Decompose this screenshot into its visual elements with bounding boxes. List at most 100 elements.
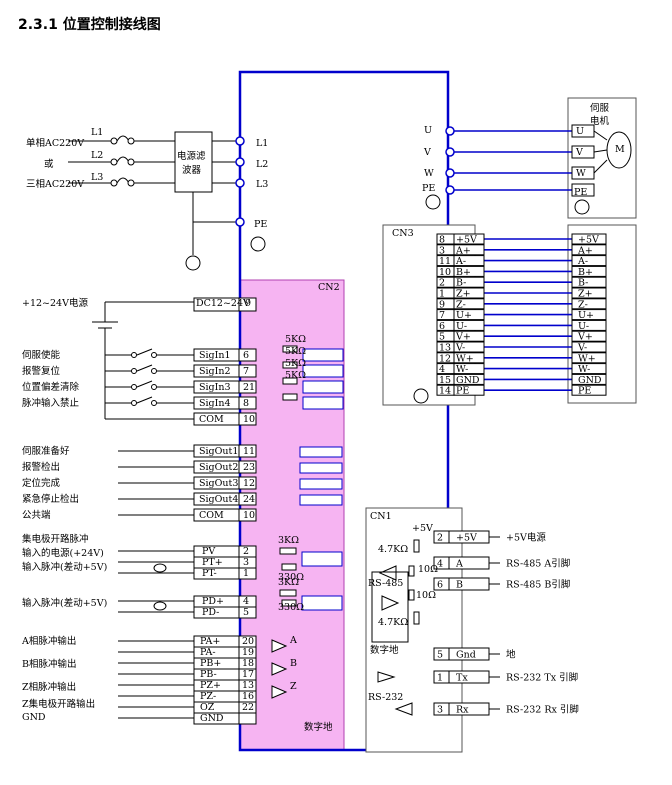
cn1-r10-1: 10Ω (418, 564, 438, 575)
drv-l2-label: L2 (256, 159, 268, 170)
pulse-pin: 2 (243, 546, 249, 557)
cn1-desc: +5V电源 (506, 532, 546, 544)
cn3-name: U- (456, 321, 467, 332)
driver-power-terminal (235, 178, 245, 188)
output-pin: 10 (243, 510, 255, 521)
encout-name: PZ+ (200, 680, 221, 691)
cn3-out-name: W+ (578, 353, 596, 364)
input-resistor (282, 377, 298, 385)
encout-pin: 20 (242, 636, 254, 647)
cn3-name: GND (456, 375, 480, 386)
input-desc: 伺服使能 (22, 349, 61, 361)
cn1-desc: 地 (506, 649, 516, 661)
encout-name: PZ- (200, 691, 216, 702)
encout-desc: GND (22, 712, 46, 723)
cn1-name: A (455, 559, 463, 570)
cn3-pin: 12 (439, 353, 451, 364)
cn3-out-name: Z- (578, 299, 588, 310)
cn3-pin: 1 (439, 289, 445, 300)
input-switch-contact (131, 400, 137, 406)
input-opto (302, 380, 344, 394)
motor-w-term: W (576, 168, 586, 179)
cn3-out-name: B+ (578, 267, 593, 278)
driver-outline (238, 70, 450, 752)
cn3-pin: 9 (439, 299, 445, 310)
input-switch-blade (136, 364, 153, 372)
cn3-name-box (453, 244, 485, 256)
twist-pair (153, 601, 167, 611)
cn3-out-box (571, 330, 607, 342)
motor-lead (593, 159, 608, 174)
input-switch-contact (131, 352, 137, 358)
cn1-name: Gnd (456, 650, 476, 661)
cn3-pin: 15 (439, 375, 451, 386)
input-name: COM (199, 414, 224, 425)
cn1-name-box (448, 530, 490, 544)
input-pin: 10 (243, 414, 255, 425)
cn3-name: A+ (455, 245, 471, 256)
cn3-name: Z- (456, 299, 466, 310)
cn3-name-box (453, 233, 485, 245)
cn3-out-name: Z+ (578, 289, 593, 300)
input-pin-box (238, 396, 257, 410)
cn3-name: V- (455, 343, 465, 354)
pulse-desc: 集电极开路脉冲 (22, 533, 89, 545)
filter-label-2: 波器 (182, 164, 202, 176)
cn3-out-box (571, 265, 607, 277)
cn1-pin: 6 (437, 580, 443, 591)
input-pin-box (238, 412, 257, 426)
motor-pe-label: PE (422, 183, 435, 194)
cn3-pin: 13 (439, 343, 451, 354)
cn3-out-box (571, 384, 607, 396)
pulse-opto (301, 551, 343, 567)
cn1-pin: 1 (437, 673, 443, 684)
switch-blade (116, 135, 130, 142)
cn3-out-box (571, 341, 607, 353)
input-pin-box (238, 364, 257, 378)
switch-contact (110, 158, 118, 166)
cn3-name: V+ (455, 332, 471, 343)
power-filter-box (174, 131, 213, 193)
cn1-name: Rx (456, 705, 469, 716)
power-l3-label: L3 (91, 172, 103, 183)
output-pin-box (238, 460, 257, 474)
power-1ph-label: 单相AC220V (26, 137, 84, 149)
switch-contact (110, 179, 118, 187)
input-switch-contact (151, 352, 157, 358)
switch-contact (110, 137, 118, 145)
cn3-out-box (571, 233, 607, 245)
motor-out-terminal (445, 185, 455, 195)
rs485-driver (378, 565, 397, 581)
pulse-pin: 1 (243, 568, 249, 579)
driver-power-terminal (235, 136, 245, 146)
output-desc: 伺服准备好 (22, 445, 70, 457)
pulse-name: PV (202, 546, 215, 557)
input-opto (302, 348, 344, 362)
power-l1-label: L1 (91, 127, 103, 138)
cn3-out-name: U+ (578, 310, 594, 321)
encout-desc: B相脉冲输出 (22, 658, 76, 670)
cn3-out-name: A- (577, 256, 588, 267)
cn3-pin: 5 (439, 332, 445, 343)
cn3-name-box (453, 287, 485, 299)
output-opto (299, 462, 343, 474)
cn3-pin: 8 (439, 235, 445, 246)
supply-desc: +12~24V电源 (22, 297, 88, 309)
motor-term-box (571, 145, 595, 159)
switch-contact (127, 158, 135, 166)
input-name: SigIn4 (199, 398, 231, 409)
cn3-name-box (453, 319, 485, 331)
cn3-out-box (571, 298, 607, 310)
pulse-r330: 330Ω (278, 602, 304, 613)
motor-u-label: U (424, 125, 432, 136)
pulse-desc: 输入的电源(+24V) (22, 547, 104, 559)
switch-blade (116, 177, 130, 184)
input-switch-contact (151, 400, 157, 406)
input-pin: 7 (243, 366, 249, 377)
pulse-name: PD+ (202, 596, 224, 607)
cn3-out-box (571, 244, 607, 256)
drv-pe-label: PE (254, 219, 267, 230)
rs232-receiver (394, 702, 413, 716)
cn3-name-box (453, 255, 485, 267)
line-driver-label: B (290, 658, 297, 669)
